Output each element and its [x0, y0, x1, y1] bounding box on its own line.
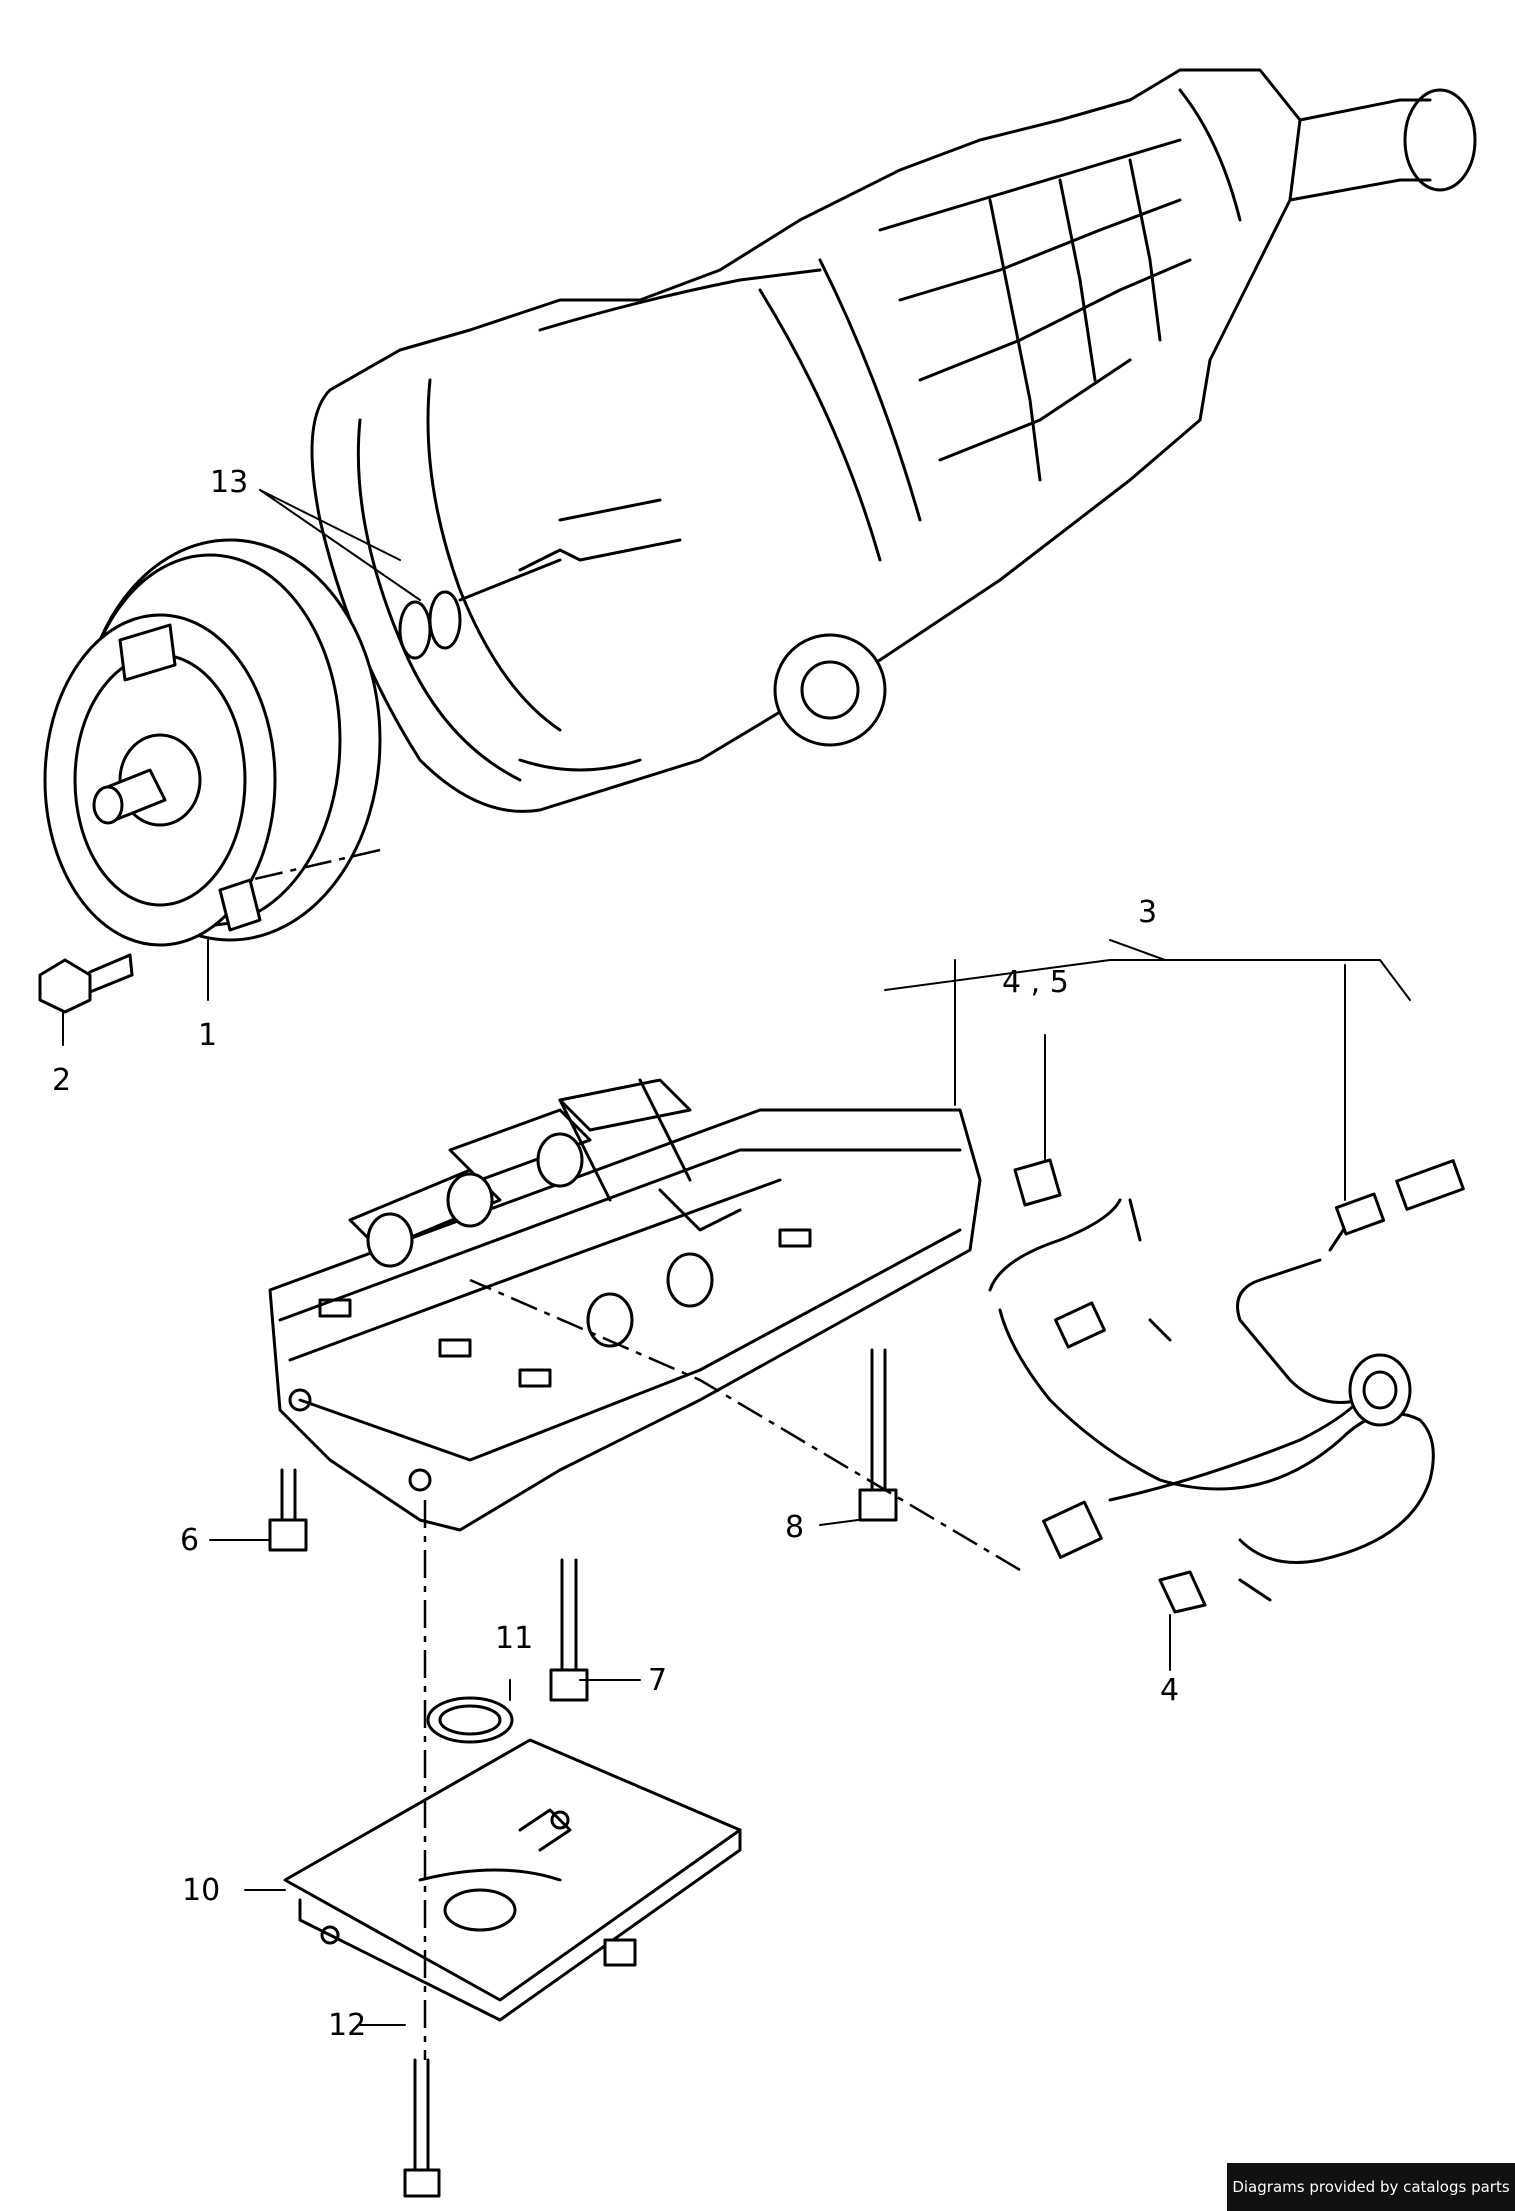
callout-13: 13	[210, 465, 248, 500]
callout-6: 6	[180, 1523, 199, 1558]
bolt-12	[403, 2058, 441, 2198]
callout-8: 8	[785, 1510, 804, 1545]
bolt-6	[268, 1468, 308, 1552]
torque-converter	[43, 538, 382, 947]
callout-3: 3	[1138, 895, 1157, 930]
wiring-harness	[988, 1159, 1465, 1602]
bolt-2	[38, 953, 134, 1014]
callout-11: 11	[495, 1621, 533, 1656]
leader-lines	[62, 489, 1411, 2026]
callout-7: 7	[648, 1663, 667, 1698]
valve-body	[268, 1078, 982, 1532]
filter-plate	[283, 1738, 742, 2022]
clip-4	[1158, 1570, 1207, 1614]
callout-labels: 13 1 2 3 4 , 5 4 6 7 8 10 11 12	[52, 465, 1179, 2043]
clip-4-5	[1013, 1158, 1062, 1207]
transmission-housing	[310, 68, 1477, 813]
callout-4-5: 4 , 5	[1002, 965, 1069, 1000]
credit-badge: Diagrams provided by catalogs parts	[1227, 2163, 1515, 2211]
callout-10: 10	[182, 1873, 220, 1908]
o-ring-11	[426, 1696, 514, 1744]
callout-12: 12	[328, 2008, 366, 2043]
bolt-8	[858, 1348, 898, 1522]
o-rings	[398, 548, 582, 660]
alignment-lines	[249, 848, 1021, 2060]
callout-2: 2	[52, 1063, 71, 1098]
callout-4: 4	[1160, 1673, 1179, 1708]
bolt-7	[549, 1558, 589, 1702]
callout-1: 1	[198, 1018, 217, 1053]
